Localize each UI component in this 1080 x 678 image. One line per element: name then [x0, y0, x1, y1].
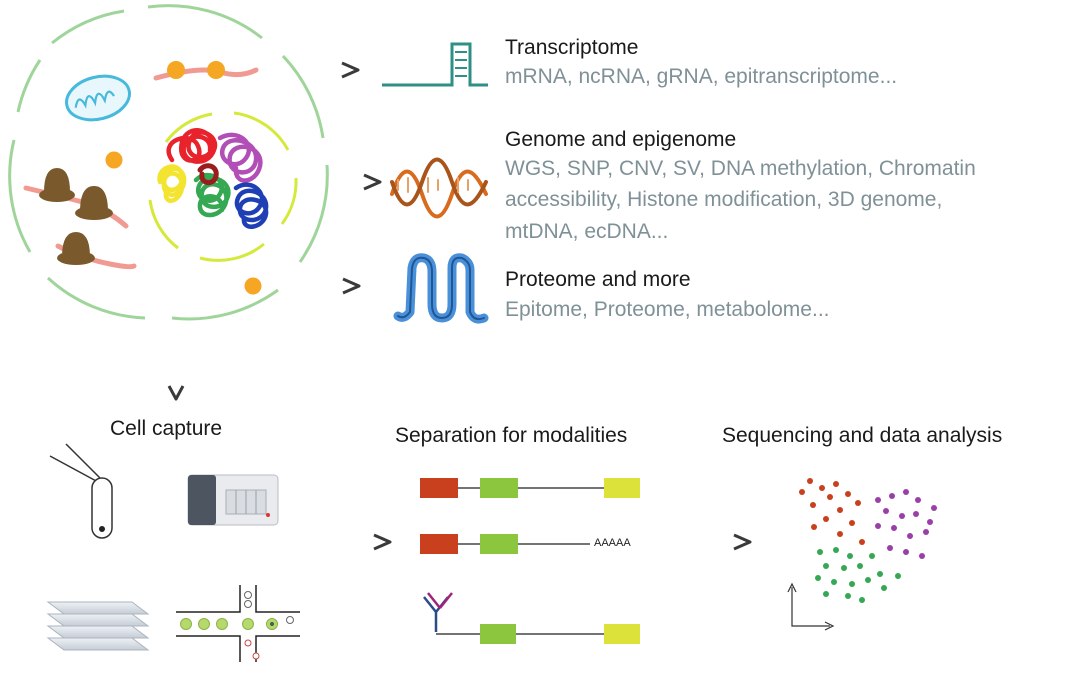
transcriptome-details: mRNA, ncRNA, gRNA, epitranscriptome...: [505, 65, 898, 88]
cell-sorter-instrument-icon: [187, 474, 279, 526]
well-plate-stack-icon: [46, 601, 150, 651]
microfluidic-droplet-icon: [176, 585, 300, 662]
metabolite-dot: [244, 277, 262, 295]
cell-capture-label: Cell capture: [110, 417, 223, 440]
antibody-construct: [423, 592, 640, 644]
dna-helix-icon: [390, 157, 488, 219]
purple-cluster: [875, 489, 937, 559]
protein-icon: [393, 253, 489, 324]
cluster-scatter-plot: [787, 478, 937, 631]
metabolite-dot: [105, 151, 123, 169]
red-cluster: [799, 478, 865, 545]
green-cluster: [815, 547, 901, 603]
separation-label: Separation for modalities: [395, 424, 628, 447]
down-arrow: [167, 335, 185, 401]
nucleus: [148, 111, 298, 262]
ribosome-group: [23, 168, 137, 270]
rna-construct: [420, 534, 590, 554]
genome-title: Genome and epigenome: [505, 128, 737, 151]
proteome-title: Proteome and more: [505, 268, 691, 291]
workflow-arrows: [316, 533, 752, 551]
genome-details-line-3: mtDNA, ecDNA...: [505, 220, 669, 243]
transcriptome-title: Transcriptome: [505, 36, 639, 59]
transcriptome-icon: [382, 42, 488, 87]
genome-details-line-2: accessibility, Histone modification, 3D …: [505, 188, 943, 211]
micropipette-icon: [49, 443, 113, 539]
cell-membrane: [8, 4, 329, 321]
cell-to-omics-arrows: [288, 61, 382, 295]
proteome-details: Epitome, Proteome, metabolome...: [505, 298, 830, 321]
dna-construct: [420, 478, 640, 498]
mitochondrion: [65, 74, 131, 122]
cell-illustration: [8, 4, 329, 321]
rna-ribosome-top: [153, 61, 259, 81]
genome-details-line-1: WGS, SNP, CNV, SV, DNA methylation, Chro…: [505, 157, 976, 180]
sequencing-label: Sequencing and data analysis: [722, 424, 1003, 447]
polya-tail-label: AAAAA: [594, 537, 631, 549]
